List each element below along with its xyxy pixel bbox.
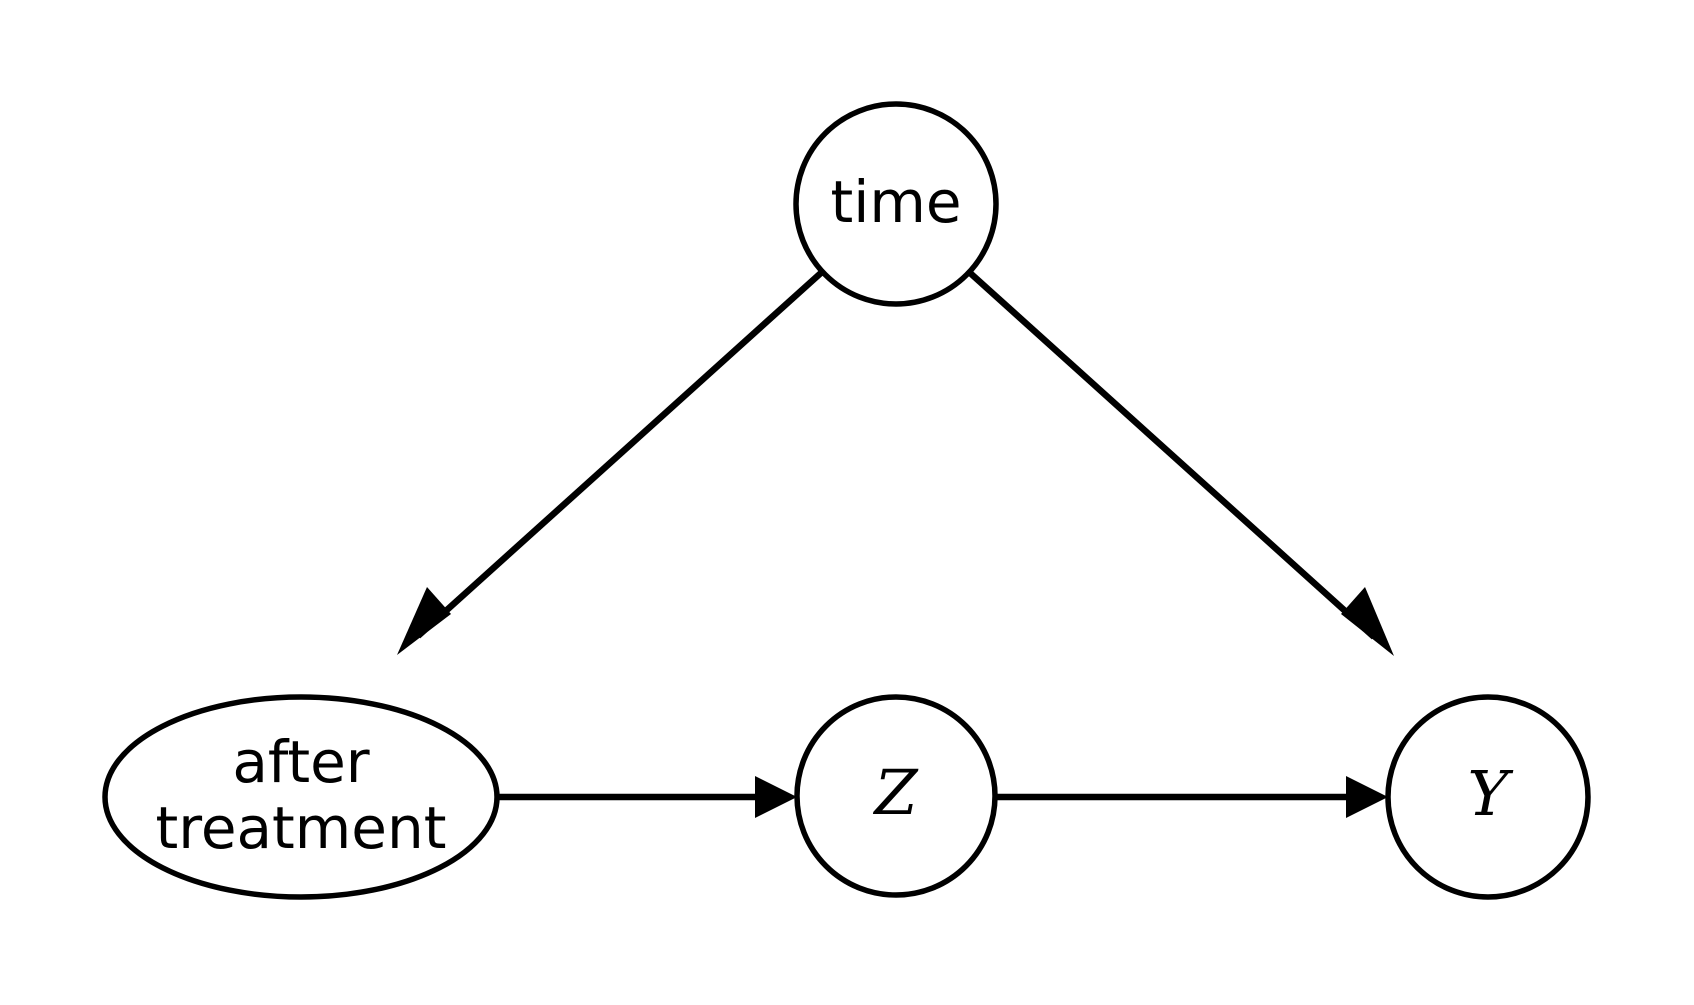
arrow-head-after-treatment-z xyxy=(755,776,797,818)
node-z-shape[interactable] xyxy=(794,694,998,898)
edge-after-treatment-to-z xyxy=(497,776,797,818)
node-after-treatment-label-line2: treatment xyxy=(156,794,447,862)
arrow-head-z-y xyxy=(1346,776,1388,818)
node-after-treatment[interactable]: after treatment xyxy=(102,694,500,900)
node-y-label: Y xyxy=(1468,757,1514,830)
arrow-head-time-after-treatment xyxy=(397,587,451,655)
node-after-treatment-shape[interactable] xyxy=(102,694,500,900)
node-z-label: Z xyxy=(872,756,918,829)
node-y-shape[interactable] xyxy=(1385,694,1591,900)
node-after-treatment-label-line1: after xyxy=(232,728,369,796)
edge-z-to-y xyxy=(995,776,1388,818)
edge-time-to-after-treatment xyxy=(397,269,825,655)
edge-time-to-y xyxy=(966,269,1394,656)
node-time-label: time xyxy=(830,168,961,236)
node-time-shape[interactable] xyxy=(793,101,999,307)
node-time[interactable]: time xyxy=(793,101,999,307)
node-z[interactable]: Z xyxy=(794,694,998,898)
node-y[interactable]: Y xyxy=(1385,694,1591,900)
edge-line-time-y xyxy=(966,269,1377,640)
edge-line-time-after-treatment xyxy=(415,269,825,639)
arrow-head-time-y xyxy=(1341,587,1394,656)
